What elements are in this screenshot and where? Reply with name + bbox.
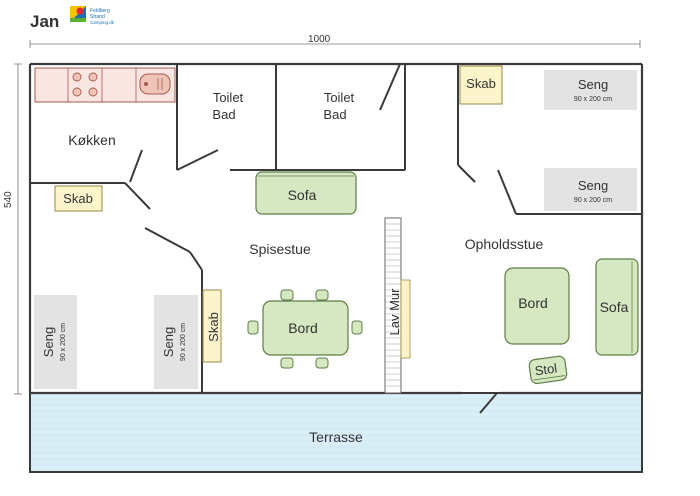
- toilet-left-label-1: Toilet: [213, 90, 244, 105]
- cabinet-dining-label: Skab: [206, 312, 221, 342]
- sofa-dining-label: Sofa: [288, 187, 317, 203]
- bed-left-2: [154, 295, 198, 389]
- cabinet-kitchen-label: Skab: [63, 191, 93, 206]
- bed-left-2-label: Seng: [161, 327, 176, 357]
- bed-top-right-size: 90 x 200 cm: [574, 96, 612, 103]
- bed-top-right: [544, 70, 637, 110]
- logo-text-2: Strand: [90, 14, 105, 20]
- interior-walls: [30, 63, 642, 414]
- sofa-dining: [255, 171, 357, 215]
- sofa-living: [595, 258, 639, 356]
- sofa-living-label: Sofa: [600, 299, 629, 315]
- logo-text-3: Camping.dk: [90, 20, 115, 25]
- stove-burners-icon: [72, 72, 98, 97]
- height-label: 540: [3, 191, 14, 208]
- bed-top-right-label: Seng: [578, 77, 608, 92]
- dining-room-label: Spisestue: [249, 241, 311, 257]
- bed-mid-right-size: 90 x 200 cm: [574, 197, 612, 204]
- cabinet-top-right-label: Skab: [466, 76, 496, 91]
- terrace-label: Terrasse: [309, 429, 363, 445]
- bed-left-1: [34, 295, 77, 389]
- width-dimension: [29, 40, 641, 48]
- cabinet-top-right: [459, 65, 503, 105]
- kitchen-label: Køkken: [68, 132, 115, 148]
- plan-title: Jan: [30, 12, 59, 31]
- toilet-left-label-2: Bad: [212, 107, 235, 122]
- sink-icon: [139, 73, 171, 95]
- living-room-label: Opholdsstue: [465, 236, 544, 252]
- dining-table: [262, 300, 349, 356]
- low-wall: [384, 217, 411, 394]
- bed-mid-right: [544, 168, 637, 211]
- living-table-label: Bord: [518, 295, 548, 311]
- outer-walls: [28, 62, 644, 395]
- width-label: 1000: [308, 34, 331, 45]
- logo-text-1: Feldberg: [90, 8, 110, 14]
- cabinet-kitchen: [54, 185, 103, 212]
- bed-left-1-size: 90 x 200 cm: [60, 323, 67, 361]
- toilet-right-label-2: Bad: [323, 107, 346, 122]
- low-wall-label: Lav Mur: [387, 288, 402, 336]
- chair-living-label: Stol: [534, 361, 558, 379]
- cabinet-dining: [202, 289, 222, 363]
- toilet-right-label-1: Toilet: [324, 90, 355, 105]
- height-dimension: [14, 63, 22, 395]
- chair-living: [528, 355, 568, 385]
- bed-mid-right-label: Seng: [578, 178, 608, 193]
- bed-left-2-size: 90 x 200 cm: [180, 323, 187, 361]
- campsite-logo: Feldberg Strand Camping.dk: [70, 6, 115, 25]
- bed-left-1-label: Seng: [41, 327, 56, 357]
- dining-chairs: [247, 289, 363, 369]
- living-table: [504, 267, 570, 345]
- dining-table-label: Bord: [288, 320, 318, 336]
